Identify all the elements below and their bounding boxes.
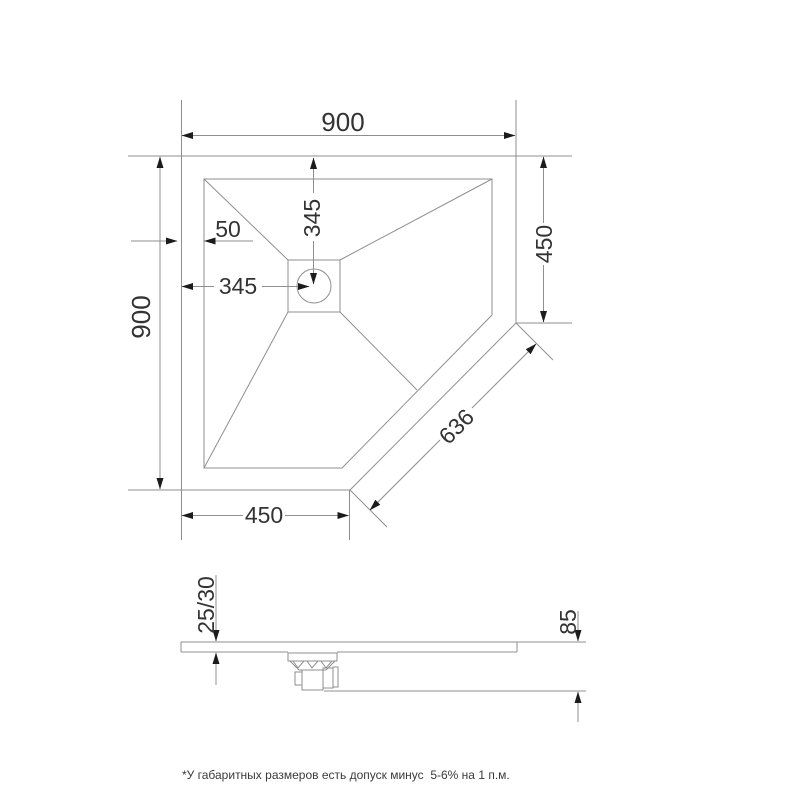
dim-tray-thickness-label: 25/30 (193, 576, 219, 634)
dim-drain-from-left-label: 345 (219, 273, 257, 299)
dim-drain-from-top: 345 (299, 157, 325, 285)
dim-diagonal: 636 (369, 343, 537, 511)
dim-drain-from-top-label: 345 (299, 199, 325, 237)
dim-left-height: 900 (126, 156, 164, 490)
tolerance-note: *У габаритных размеров есть допуск минус… (182, 768, 510, 782)
dim-tray-thickness: 25/30 (193, 575, 220, 685)
dim-bottom-side: 450 (181, 502, 349, 528)
dim-diagonal-label: 636 (434, 404, 480, 450)
dim-left-height-label: 900 (126, 295, 156, 338)
diagonal-extension-top (515, 322, 554, 361)
dim-height-with-drain: 85 (555, 609, 582, 722)
plan-view-outline (128, 100, 572, 540)
fold-line-diagonal (339, 311, 418, 391)
section-view (180, 641, 586, 692)
dim-drain-from-left: 345 (181, 273, 310, 299)
drain-flange (287, 652, 338, 662)
dim-wall-offset: 50 (131, 216, 253, 245)
dim-height-with-drain-label: 85 (555, 609, 581, 635)
dim-right-side-label: 450 (531, 225, 557, 263)
tray-chamfer-edge (349, 322, 517, 491)
dim-top-width-label: 900 (321, 107, 364, 137)
drain-trap-left-stub (294, 671, 303, 686)
dim-top-width: 900 (181, 107, 516, 139)
fold-line-top-left (203, 178, 289, 261)
dim-right-side: 450 (516, 156, 572, 324)
fold-line-top-right (339, 178, 493, 261)
diagonal-extension-bottom (349, 489, 388, 528)
dim-bottom-side-label: 450 (245, 502, 283, 528)
drain-rib-1 (292, 660, 306, 669)
drain-outlet (322, 667, 334, 689)
fold-line-bottom-left (203, 311, 289, 469)
drain-outlet-nut (332, 666, 339, 688)
dim-wall-offset-label: 50 (215, 216, 241, 242)
tray-inner-rim (203, 178, 493, 469)
drain-trap-body (301, 669, 324, 691)
drain-rib-2 (306, 660, 320, 669)
drain-rib-3 (320, 660, 334, 669)
